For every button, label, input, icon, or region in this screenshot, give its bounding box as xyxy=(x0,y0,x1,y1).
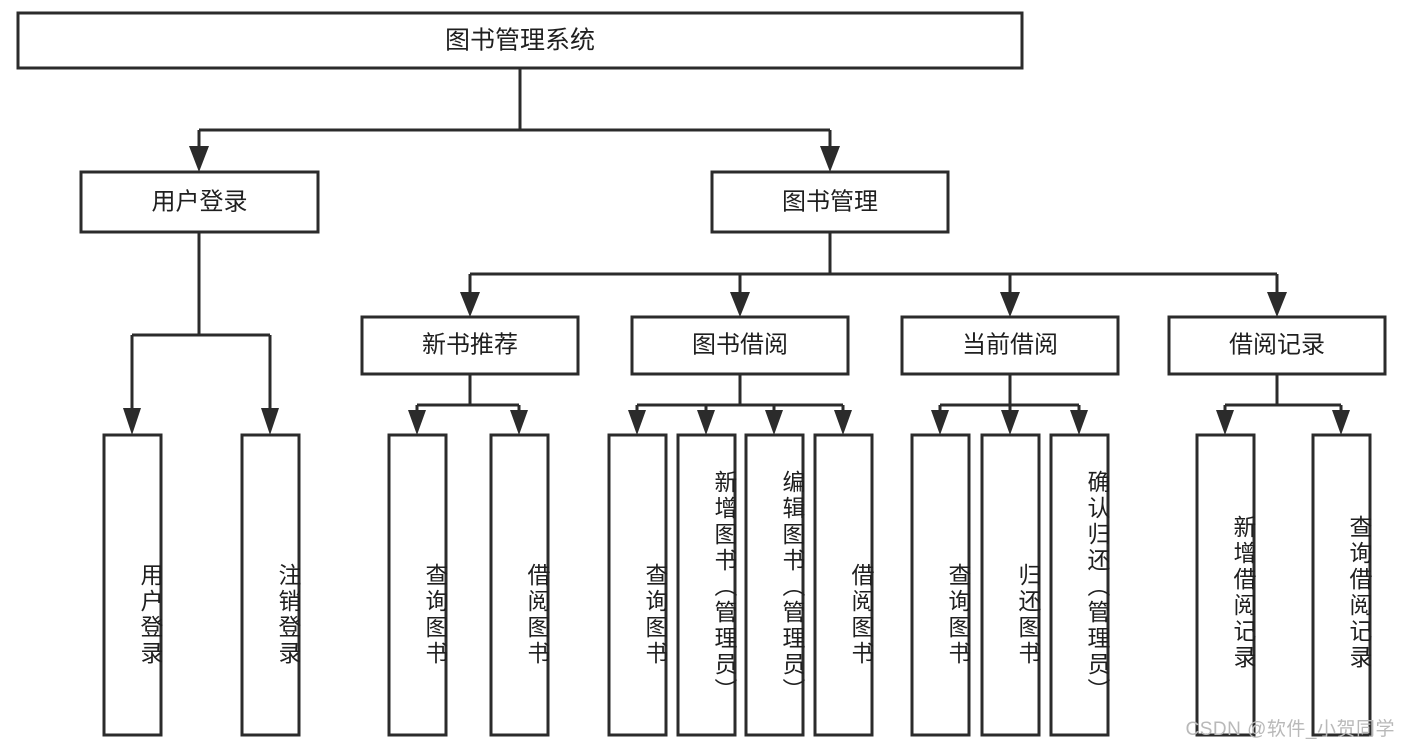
node-leaf-borrow-book-1-box[interactable] xyxy=(489,433,550,737)
connector-group-new-book-recommend xyxy=(408,374,528,435)
arrowhead-leaf-add-book xyxy=(697,410,715,435)
arrowhead-new-book-recommend xyxy=(460,292,480,317)
arrowhead-book-borrow xyxy=(730,292,750,317)
arrowhead-leaf-borrow-book-2 xyxy=(834,410,852,435)
arrowhead-leaf-confirm-return xyxy=(1070,410,1088,435)
arrowhead-leaf-query-borrow-record xyxy=(1332,410,1350,435)
connector-group-user-login xyxy=(123,232,279,435)
node-leaf-user-login-box[interactable] xyxy=(102,433,163,737)
node-root-label: 图书管理系统 xyxy=(445,27,595,55)
arrowhead-borrow-record xyxy=(1267,292,1287,317)
node-root-box[interactable] xyxy=(16,11,1024,70)
node-user-login-label: 用户登录 xyxy=(152,188,248,215)
node-leaf-add-borrow-record-box[interactable] xyxy=(1195,433,1256,737)
arrowhead-leaf-return-book xyxy=(1001,410,1019,435)
node-borrow-record-box[interactable] xyxy=(1167,315,1387,376)
arrowhead-leaf-user-login xyxy=(123,408,141,435)
node-new-book-recommend-box[interactable] xyxy=(360,315,580,376)
node-leaf-return-book-box[interactable] xyxy=(980,433,1041,737)
arrowhead-leaf-add-borrow-record xyxy=(1216,410,1234,435)
node-leaf-query-book-1-box[interactable] xyxy=(387,433,448,737)
csdn-watermark: CSDN @软件_小贺同学 xyxy=(1185,719,1395,740)
node-leaf-query-borrow-record-box[interactable] xyxy=(1311,433,1372,737)
arrowhead-user-login xyxy=(189,146,209,172)
node-borrow-record-label: 借阅记录 xyxy=(1229,331,1325,358)
arrowhead-leaf-borrow-book-1 xyxy=(510,410,528,435)
node-book-management-box[interactable] xyxy=(710,170,950,234)
arrowhead-leaf-query-book-1 xyxy=(408,410,426,435)
connector-group-root xyxy=(189,68,840,172)
node-new-book-recommend-label: 新书推荐 xyxy=(422,331,518,358)
node-leaf-query-book-3-box[interactable] xyxy=(910,433,971,737)
connector-group-book-management xyxy=(460,232,1287,317)
node-leaf-query-book-2-box[interactable] xyxy=(607,433,668,737)
node-leaf-edit-book-box[interactable] xyxy=(744,433,805,737)
node-book-borrow-label: 图书借阅 xyxy=(692,331,788,358)
node-book-management-label: 图书管理 xyxy=(782,188,878,215)
arrowhead-leaf-query-book-2 xyxy=(628,410,646,435)
node-leaf-confirm-return-box[interactable] xyxy=(1049,433,1110,737)
arrowhead-leaf-edit-book xyxy=(765,410,783,435)
arrowhead-current-borrow xyxy=(1000,292,1020,317)
node-book-borrow-box[interactable] xyxy=(630,315,850,376)
arrowhead-book-management xyxy=(820,146,840,172)
node-current-borrow-label: 当前借阅 xyxy=(962,331,1058,358)
node-current-borrow-box[interactable] xyxy=(900,315,1120,376)
node-leaf-logout-login-box[interactable] xyxy=(240,433,301,737)
connector-group-current-borrow xyxy=(931,374,1088,435)
connector-group-borrow-record xyxy=(1216,374,1350,435)
node-leaf-borrow-book-2-box[interactable] xyxy=(813,433,874,737)
arrowhead-leaf-query-book-3 xyxy=(931,410,949,435)
arrowhead-leaf-logout-login xyxy=(261,408,279,435)
connector-group-book-borrow xyxy=(628,374,852,435)
node-leaf-add-book-box[interactable] xyxy=(676,433,737,737)
node-user-login-box[interactable] xyxy=(79,170,320,234)
